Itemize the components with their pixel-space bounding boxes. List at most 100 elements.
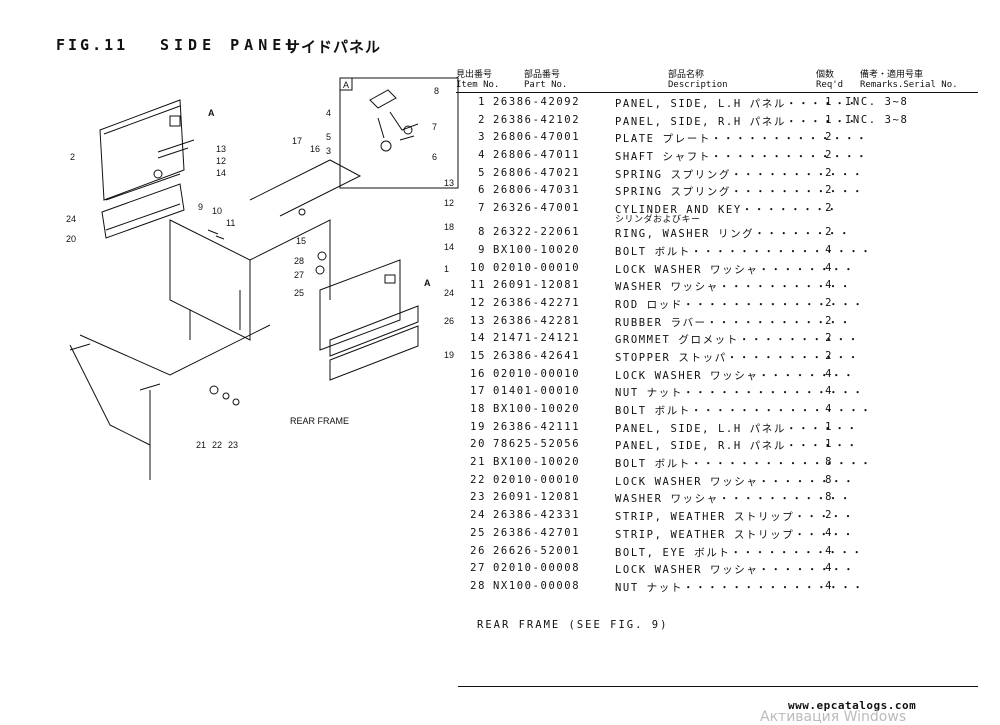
- quantity: 4: [825, 562, 833, 575]
- part-number: 26806-47011: [493, 149, 581, 162]
- website-link[interactable]: www.epcatalogs.com: [788, 699, 917, 712]
- part-number: 26322-22061: [493, 226, 581, 239]
- callout-24-right: 24: [444, 288, 454, 298]
- part-description: BOLT, EYE ボルト・・・・・・・・・・・: [615, 546, 864, 559]
- item-number: 4: [478, 149, 486, 162]
- side-panel-lower-right: [319, 259, 419, 381]
- callout-11: 11: [226, 218, 235, 228]
- callout-1: 1: [444, 264, 449, 274]
- quantity: 2: [825, 349, 833, 362]
- item-number: 16: [470, 367, 486, 380]
- quantity: 4: [825, 367, 833, 380]
- item-number: 2: [478, 113, 486, 126]
- quantity: 1: [825, 420, 833, 433]
- item-number: 26: [470, 544, 486, 557]
- item-number: 7: [478, 202, 486, 215]
- part-description: NUT ナット・・・・・・・・・・・・・・・: [615, 581, 865, 594]
- exploded-parts-diagram: A: [66, 77, 459, 480]
- quantity: 4: [825, 243, 833, 256]
- part-description: LOCK WASHER ワッシャ・・・・・・・・: [615, 475, 856, 488]
- quantity: 4: [825, 579, 833, 592]
- part-description: RING, WASHER リング・・・・・・・・: [615, 228, 852, 241]
- part-number: 26386-42102: [493, 113, 581, 126]
- part-description: LOCK WASHER ワッシャ・・・・・・・・: [615, 263, 856, 276]
- part-description: SPRING スプリング・・・・・・・・・・・: [615, 168, 865, 181]
- item-number: 25: [470, 526, 486, 539]
- part-number: 26626-52001: [493, 544, 581, 557]
- arrow-label-a-lower: A: [424, 278, 431, 288]
- figure-title: SIDE PANEL: [160, 36, 301, 54]
- quantity: 1: [825, 113, 833, 126]
- item-number: 20: [470, 438, 486, 451]
- quantity: 8: [825, 473, 833, 486]
- item-number: 8: [478, 226, 486, 239]
- part-description: PANEL, SIDE, L.H パネル・・・・・・: [615, 98, 859, 110]
- side-panel-upper: [99, 99, 195, 201]
- item-number: 22: [470, 473, 486, 486]
- callout-12-left: 12: [216, 156, 226, 166]
- part-number: BX100-10020: [493, 403, 581, 415]
- part-number: 26091-12081: [493, 279, 581, 292]
- item-number: 6: [478, 184, 486, 197]
- part-number: 26386-42641: [493, 349, 581, 362]
- item-number: 13: [470, 314, 486, 327]
- quantity: 2: [825, 296, 833, 309]
- item-number: 18: [470, 403, 486, 415]
- part-number: 01401-00010: [493, 385, 581, 398]
- callout-21: 21: [196, 440, 206, 450]
- part-description: PLATE プレート・・・・・・・・・・・・・: [615, 133, 869, 146]
- part-number: 02010-00010: [493, 473, 581, 486]
- remarks: INC. 3~8: [845, 113, 909, 126]
- part-number: 26386-42331: [493, 509, 581, 522]
- quantity: 8: [825, 491, 833, 504]
- callout-7: 7: [432, 122, 437, 132]
- part-number: 26386-42701: [493, 526, 581, 539]
- part-description: STRIP, WEATHER ストリップ・・・・・: [615, 511, 855, 524]
- quantity: 1: [825, 96, 833, 108]
- part-description: PANEL, SIDE, L.H パネル・・・・・・: [615, 422, 859, 435]
- frame-body: [69, 159, 362, 480]
- part-description: LOCK WASHER ワッシャ・・・・・・・・: [615, 564, 856, 577]
- inset-label: A: [343, 80, 349, 90]
- part-description: LOCK WASHER ワッシャ・・・・・・・・: [615, 369, 856, 382]
- callout-2: 2: [70, 152, 75, 162]
- callout-8: 8: [434, 86, 439, 96]
- callout-26: 26: [444, 316, 454, 326]
- callout-13-left: 13: [216, 144, 226, 154]
- item-number: 10: [470, 261, 486, 274]
- remarks: INC. 3~8: [845, 96, 909, 108]
- callout-12-right: 12: [444, 198, 454, 208]
- part-description: WASHER ワッシャ・・・・・・・・・・・: [615, 281, 852, 294]
- quantity: 2: [825, 149, 833, 162]
- part-description: BOLT ボルト・・・・・・・・・・・・・・・: [615, 245, 873, 258]
- quantity: 2: [825, 184, 833, 197]
- part-description: SHAFT シャフト・・・・・・・・・・・・・: [615, 151, 869, 164]
- quantity: 4: [825, 385, 833, 398]
- figure-number: FIG.11: [56, 36, 129, 54]
- callout-22: 22: [212, 440, 222, 450]
- callout-20: 20: [66, 234, 76, 244]
- callout-3: 3: [326, 146, 331, 156]
- quantity: 4: [825, 526, 833, 539]
- callout-5: 5: [326, 132, 331, 142]
- callout-14-left: 14: [216, 168, 226, 178]
